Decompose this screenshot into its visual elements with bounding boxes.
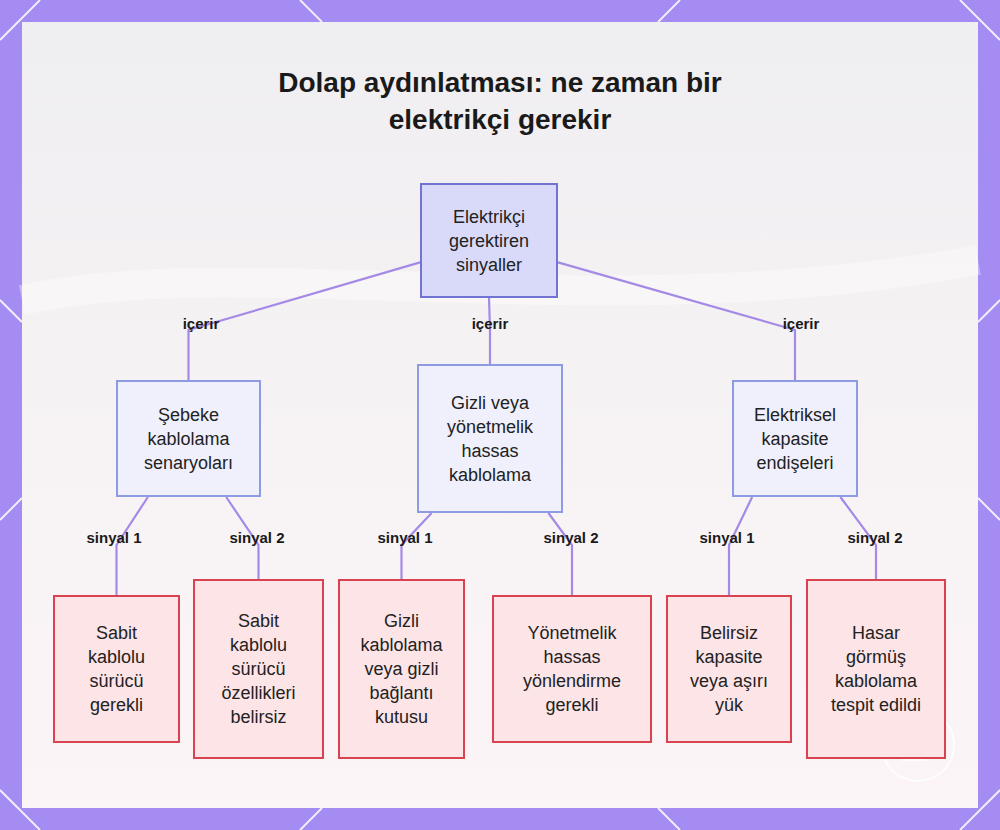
diagram-title: Dolap aydınlatması: ne zaman bir elektri… xyxy=(230,64,770,138)
node-text: Sabit kablolu sürücü özellikleri belirsi… xyxy=(209,609,308,729)
edge-label: içerir xyxy=(472,315,509,332)
connector xyxy=(729,497,752,595)
panel xyxy=(22,22,978,808)
edge-label: sinyal 1 xyxy=(86,529,141,546)
node-text: Yönetmelik hassas yönlendirme gerekli xyxy=(508,621,636,717)
node-text: Şebeke kablolama senaryoları xyxy=(130,403,247,475)
edge-label: içerir xyxy=(783,315,820,332)
signal-box: Gizli kablolama veya gizli bağlantı kutu… xyxy=(338,579,465,759)
node-text: Hasar görmüş kablolama tespit edildi xyxy=(822,621,930,717)
edge-label: sinyal 1 xyxy=(377,529,432,546)
edge-label: sinyal 2 xyxy=(229,529,284,546)
signal-box: Hasar görmüş kablolama tespit edildi xyxy=(806,579,946,759)
signal-box: Belirsiz kapasite veya aşırı yük xyxy=(666,595,792,743)
edge-label: sinyal 2 xyxy=(847,529,902,546)
connector xyxy=(548,513,572,595)
edge-label: sinyal 2 xyxy=(543,529,598,546)
category-box: Gizli veya yönetmelik hassas kablolama xyxy=(417,364,563,513)
node-text: Elektriksel kapasite endişeleri xyxy=(746,403,844,475)
node-text: Gizli veya yönetmelik hassas kablolama xyxy=(431,391,549,487)
signal-box: Sabit kablolu sürücü özellikleri belirsi… xyxy=(193,579,324,759)
edge-label: sinyal 1 xyxy=(699,529,754,546)
node-text: Elektrikçi gerektiren sinyaller xyxy=(434,205,544,277)
signal-box: Sabit kablolu sürücü gerekli xyxy=(53,595,180,743)
node-text: Gizli kablolama veya gizli bağlantı kutu… xyxy=(354,609,449,729)
root-box: Elektrikçi gerektiren sinyaller xyxy=(420,183,558,298)
edge-label: içerir xyxy=(183,315,220,332)
connector xyxy=(189,262,421,380)
category-box: Elektriksel kapasite endişeleri xyxy=(732,380,858,497)
signal-box: Yönetmelik hassas yönlendirme gerekli xyxy=(492,595,652,743)
category-box: Şebeke kablolama senaryoları xyxy=(116,380,261,497)
node-text: Sabit kablolu sürücü gerekli xyxy=(69,621,164,717)
node-text: Belirsiz kapasite veya aşırı yük xyxy=(682,621,776,717)
connector xyxy=(402,513,432,579)
connector xyxy=(117,497,148,595)
connector xyxy=(558,262,795,380)
